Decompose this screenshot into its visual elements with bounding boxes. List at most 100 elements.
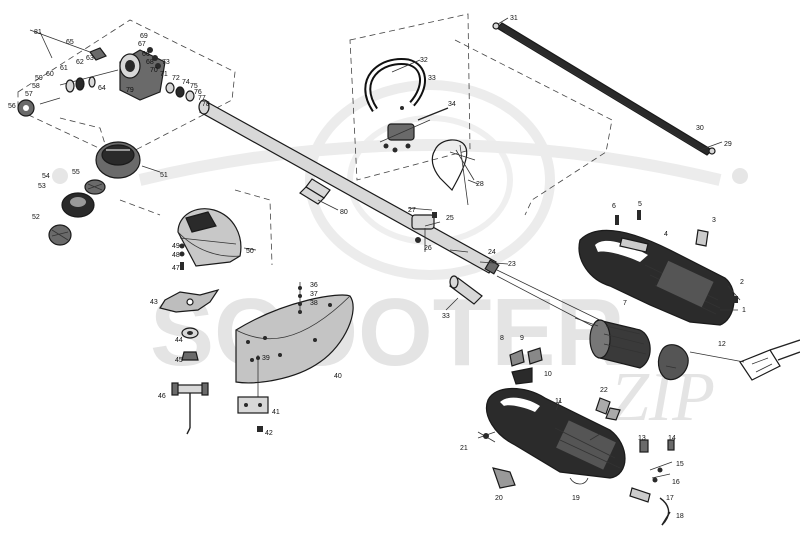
label-56: 56 — [8, 103, 16, 110]
label-33b: 33 — [442, 313, 450, 320]
label-64: 64 — [98, 85, 106, 92]
label-48: 48 — [172, 252, 180, 259]
label-6: 6 — [612, 203, 616, 210]
label-28: 28 — [476, 181, 484, 188]
watermark-main-text: SCOOTER — [150, 279, 625, 386]
label-52: 52 — [32, 214, 40, 221]
label-62: 62 — [76, 59, 84, 66]
label-51: 51 — [160, 172, 168, 179]
label-33: 33 — [428, 75, 436, 82]
loop-handle — [364, 58, 449, 153]
guard-40 — [235, 282, 354, 400]
label-81: 81 — [34, 29, 42, 36]
label-24: 24 — [488, 249, 496, 256]
label-12: 12 — [718, 341, 726, 348]
label-36: 36 — [310, 282, 318, 289]
label-65: 65 — [66, 39, 74, 46]
sleeve-80 — [299, 178, 331, 205]
label-5: 5 — [638, 201, 642, 208]
label-14: 14 — [668, 435, 676, 442]
label-80: 80 — [340, 209, 348, 216]
label-21: 21 — [460, 445, 468, 452]
label-77: 77 — [198, 95, 206, 102]
label-8: 8 — [500, 335, 504, 342]
guard-fasteners — [179, 243, 185, 270]
label-79: 79 — [126, 87, 134, 94]
label-15: 15 — [676, 461, 684, 468]
label-68: 68 — [146, 59, 154, 66]
label-27: 27 — [408, 207, 416, 214]
label-37: 37 — [310, 291, 318, 298]
label-67: 67 — [138, 41, 146, 48]
label-72: 72 — [172, 75, 180, 82]
label-47: 47 — [172, 265, 180, 272]
spool-head — [48, 141, 141, 246]
long-rod — [492, 22, 716, 156]
label-34: 34 — [448, 101, 456, 108]
label-17: 17 — [666, 495, 674, 502]
tube-33 — [449, 275, 483, 305]
label-31: 31 — [510, 15, 518, 22]
label-60: 60 — [46, 71, 54, 78]
label-71: 71 — [160, 71, 168, 78]
part-number-labels: 1 2 3 4 5 6 7 8 9 10 11 12 13 14 15 16 1… — [8, 15, 746, 520]
label-16: 16 — [672, 479, 680, 486]
label-32: 32 — [420, 57, 428, 64]
label-3: 3 — [712, 217, 716, 224]
label-23: 23 — [508, 261, 516, 268]
plate-41 — [237, 396, 269, 432]
label-26: 26 — [424, 245, 432, 252]
label-39: 39 — [262, 355, 270, 362]
guard-50 — [177, 208, 242, 267]
label-57: 57 — [25, 91, 33, 98]
label-4: 4 — [664, 231, 668, 238]
label-54: 54 — [42, 173, 50, 180]
label-44: 44 — [175, 337, 183, 344]
tool-46 — [171, 382, 209, 435]
label-78: 78 — [202, 101, 210, 108]
motor-end-parts — [509, 344, 689, 385]
switch-parts — [477, 339, 800, 526]
label-18: 18 — [676, 513, 684, 520]
blade-43 — [159, 288, 220, 361]
label-29: 29 — [724, 141, 732, 148]
gearbox-group — [17, 29, 195, 117]
label-69: 69 — [140, 33, 148, 40]
label-1: 1 — [742, 307, 746, 314]
label-9: 9 — [520, 335, 524, 342]
label-10: 10 — [544, 371, 552, 378]
label-63: 63 — [86, 55, 94, 62]
label-20: 20 — [495, 495, 503, 502]
label-41: 41 — [272, 409, 280, 416]
label-11: 11 — [555, 398, 562, 405]
label-49: 49 — [172, 243, 180, 250]
leader-lines — [39, 17, 738, 441]
label-42: 42 — [265, 430, 273, 437]
label-25: 25 — [446, 215, 454, 222]
label-75: 75 — [190, 83, 198, 90]
label-19: 19 — [572, 495, 580, 502]
label-73: 73 — [162, 59, 170, 66]
label-38: 38 — [310, 300, 318, 307]
label-30: 30 — [696, 125, 704, 132]
label-58: 58 — [32, 83, 40, 90]
label-45: 45 — [175, 357, 183, 364]
label-2: 2 — [740, 279, 744, 286]
label-40: 40 — [334, 373, 342, 380]
label-43: 43 — [150, 299, 158, 306]
upper-housing — [578, 229, 735, 326]
label-46: 46 — [158, 393, 166, 400]
label-70: 70 — [150, 67, 158, 74]
clamp-assembly — [411, 212, 437, 252]
lower-housing — [486, 387, 626, 479]
label-55: 55 — [72, 169, 80, 176]
label-76: 76 — [194, 89, 202, 96]
label-61: 61 — [60, 65, 68, 72]
label-74: 74 — [182, 79, 190, 86]
housing-small-parts — [615, 210, 741, 303]
motor-7 — [574, 317, 651, 369]
label-7: 7 — [623, 300, 627, 307]
label-50: 50 — [246, 248, 254, 255]
